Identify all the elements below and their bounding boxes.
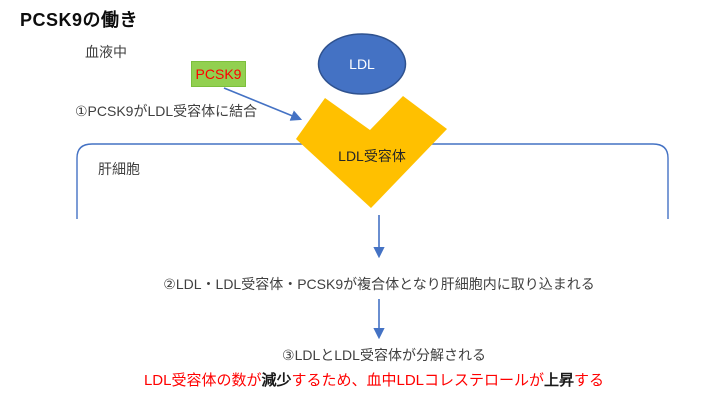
conclusion-increase-emphasis: 上昇 xyxy=(544,372,575,389)
step1-label: ①PCSK9がLDL受容体に結合 xyxy=(75,103,258,119)
conclusion-decrease-emphasis: 減少 xyxy=(261,372,292,389)
pcsk9-box: PCSK9 xyxy=(191,61,246,87)
blood-area-label: 血液中 xyxy=(85,44,127,60)
conclusion-part3: する xyxy=(574,372,605,389)
ldl-receptor-shape xyxy=(296,96,447,208)
conclusion-part2: するため、血中LDLコレステロールが xyxy=(291,372,545,389)
step3-label: ③LDLとLDL受容体が分解される xyxy=(282,347,486,363)
liver-cell-label: 肝細胞 xyxy=(98,161,140,177)
conclusion-part1: LDL受容体の数が xyxy=(143,372,262,389)
ldl-ellipse xyxy=(317,33,407,95)
conclusion-text: LDL受容体の数が減少するため、血中LDLコレステロールが上昇する xyxy=(144,369,604,390)
ldl-ellipse-label: LDL xyxy=(349,56,375,72)
ldl-receptor-label: LDL受容体 xyxy=(338,148,406,164)
page-title: PCSK9の働き xyxy=(20,10,139,30)
pcsk9-box-label: PCSK9 xyxy=(195,66,242,82)
step2-label: ②LDL・LDL受容体・PCSK9が複合体となり肝細胞内に取り込まれる xyxy=(163,276,595,292)
binding-arrow xyxy=(223,87,303,121)
